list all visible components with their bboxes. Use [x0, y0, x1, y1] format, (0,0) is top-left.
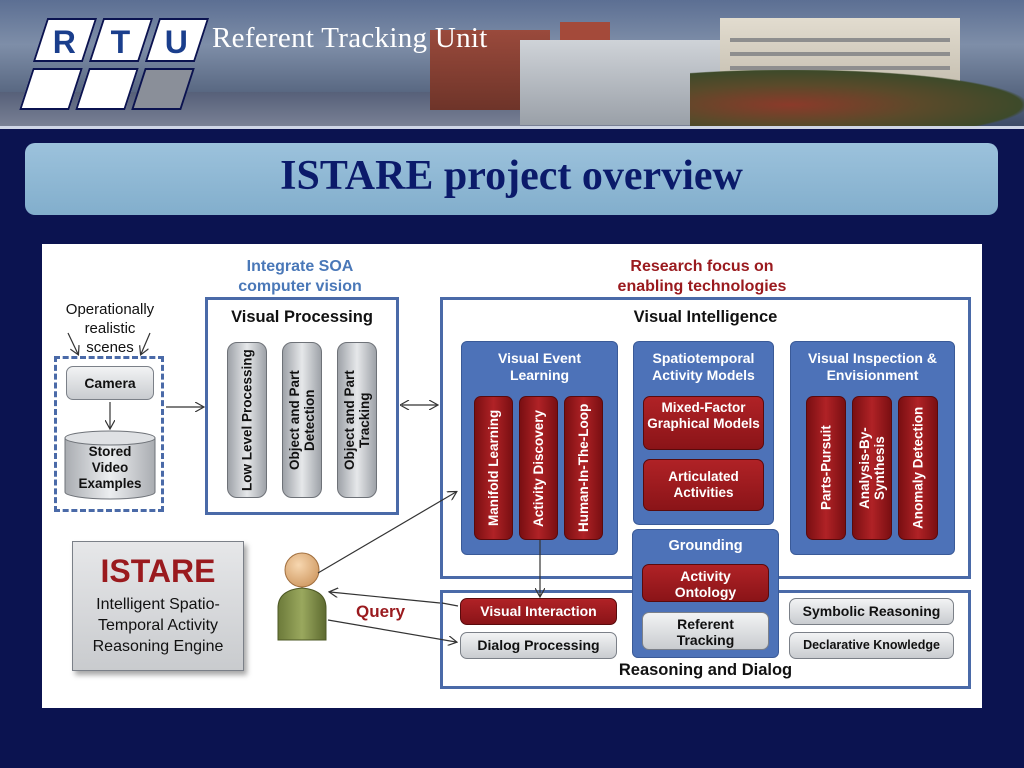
declarative-knowledge-box: Declarative Knowledge [789, 632, 954, 659]
inspection-title-line: Envisionment [826, 367, 919, 383]
query-label: Query [356, 602, 406, 621]
symbolic-reasoning-box: Symbolic Reasoning [789, 598, 954, 625]
soa-label: Integrate SOA computer vision [200, 257, 400, 297]
soa-label-line: computer vision [238, 278, 362, 295]
activity-ontology-line: Activity [680, 568, 731, 584]
spatiotemporal-title: Spatiotemporal Activity Models [633, 350, 774, 384]
istare-desc-line: Temporal Activity [97, 617, 219, 634]
visual-processing-title: Visual Processing [231, 308, 373, 326]
header-divider [0, 126, 1024, 129]
spatiotemporal-title-line: Activity Models [652, 367, 755, 383]
header-photo-building [560, 22, 610, 42]
mixed-factor-models-box: Mixed-Factor Graphical Models [643, 396, 764, 450]
stored-video-line: Stored [88, 444, 132, 459]
soa-label-line: Integrate SOA [246, 258, 354, 275]
camera-box: Camera [66, 366, 154, 400]
scenes-label-line: scenes [86, 339, 134, 356]
slide-title: ISTARE project overview [280, 153, 743, 199]
inspection-title-line: Visual Inspection & [808, 350, 937, 366]
reasoning-dialog-title: Reasoning and Dialog [618, 661, 793, 679]
istare-description: Intelligent Spatio- Temporal Activity Re… [72, 594, 244, 657]
scenes-label: Operationally realistic scenes [55, 300, 165, 357]
spatiotemporal-title-line: Spatiotemporal [652, 350, 755, 366]
stored-video-cylinder: Stored Video Examples [64, 430, 156, 500]
event-learning-title-line: Visual Event [497, 350, 581, 366]
user-icon [274, 550, 330, 642]
visual-inspection-title: Visual Inspection & Envisionment [790, 350, 955, 384]
user-to-intelligence-arrow [317, 492, 456, 574]
research-focus-label: Research focus on enabling technologies [572, 257, 832, 297]
visual-event-learning-title: Visual Event Learning [461, 350, 618, 384]
dialog-processing-box: Dialog Processing [460, 632, 617, 659]
istare-box [72, 541, 244, 671]
scenes-arrow-left [67, 332, 78, 354]
visual-intelligence-title: Visual Intelligence [633, 308, 778, 326]
referent-tracking-line: Tracking [676, 632, 735, 648]
research-label-line: Research focus on [630, 258, 774, 275]
scenes-arrow-right [141, 332, 151, 354]
stored-video-line: Video [91, 460, 129, 475]
research-label-line: enabling technologies [617, 278, 787, 295]
user-figure [277, 552, 327, 641]
istare-desc-line: Reasoning Engine [92, 638, 224, 655]
interaction-to-user-arrow [330, 592, 441, 604]
scenes-label-line: realistic [84, 320, 136, 337]
referent-tracking-box: Referent Tracking [642, 612, 769, 650]
stored-video-line: Examples [78, 476, 142, 491]
istare-name: ISTARE [100, 553, 216, 589]
title-bar [25, 143, 998, 215]
interaction-link [441, 602, 459, 607]
scenes-label-line: Operationally [65, 301, 155, 318]
query-to-dialog-arrow [327, 619, 456, 642]
event-learning-title-line: Learning [509, 367, 570, 383]
referent-tracking-line: Referent [677, 616, 734, 632]
stored-video-label: Stored Video Examples [64, 444, 156, 492]
unit-name: Referent Tracking Unit [212, 22, 488, 54]
header-photo-trees [690, 70, 1024, 128]
cylinder-shape [64, 430, 156, 500]
activity-ontology-box: Activity Ontology [642, 564, 769, 602]
visual-interaction-box: Visual Interaction [460, 598, 617, 625]
activity-ontology-line: Ontology [674, 584, 737, 600]
istare-desc-line: Intelligent Spatio- [96, 596, 220, 613]
articulated-activities-box: Articulated Activities [643, 459, 764, 511]
grounding-title: Grounding [668, 538, 743, 554]
